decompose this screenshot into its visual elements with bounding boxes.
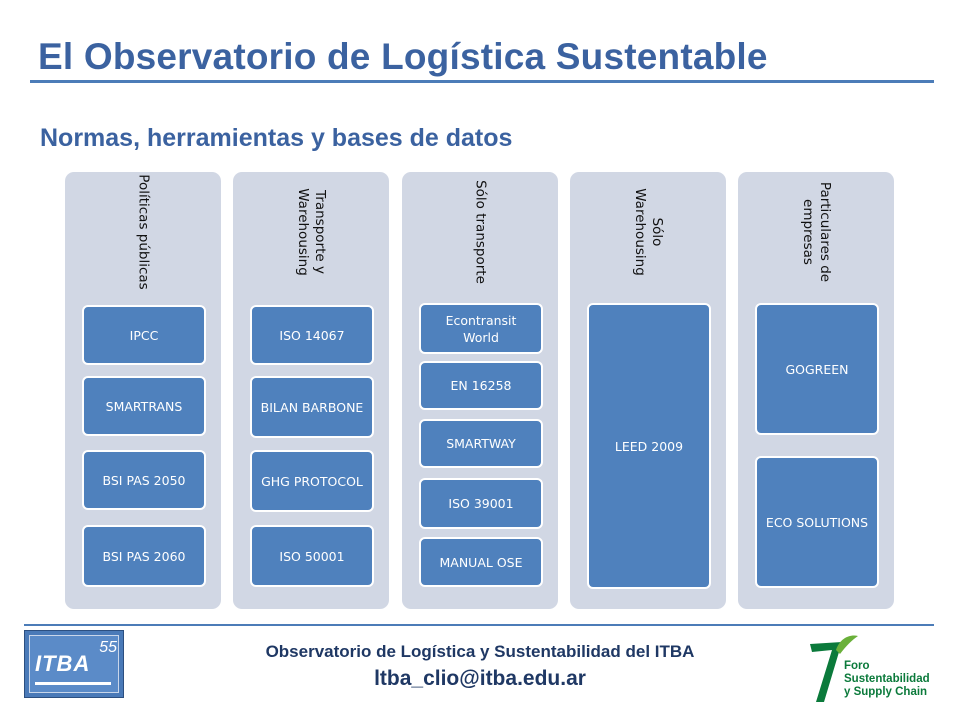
column-solo-transporte: Sólo transporte Econtransit World EN 162…: [402, 172, 558, 609]
footer-rule: [24, 624, 934, 626]
footer-email[interactable]: ltba_clio@itba.edu.ar: [374, 667, 586, 690]
item-iso-14067: ISO 14067: [250, 305, 374, 365]
item-econtransit-world: Econtransit World: [419, 303, 543, 354]
foro-logo-text: Foro Sustentabilidad y Supply Chain: [844, 660, 948, 699]
item-bilan-barbone: BILAN BARBONE: [250, 376, 374, 438]
item-gogreen: GOGREEN: [755, 303, 879, 435]
foro-logo: Foro Sustentabilidad y Supply Chain: [806, 630, 946, 710]
foro-line-1: Foro: [844, 660, 870, 672]
title-underline: [30, 80, 934, 83]
column-heading-text: Sólo transporte: [472, 180, 489, 284]
item-iso-39001: ISO 39001: [419, 478, 543, 529]
item-smartway: SMARTWAY: [419, 419, 543, 468]
foro-leaf-icon: [810, 635, 858, 702]
column-politicas-publicas: Políticas públicas IPCC SMARTRANS BSI PA…: [65, 172, 221, 609]
column-heading-text: Particulares de empresas: [800, 181, 833, 283]
foro-line-2: Sustentabilidad: [844, 673, 930, 685]
column-heading-text: Políticas públicas: [135, 174, 152, 290]
itba-logo-bar: [35, 682, 111, 685]
itba-logo: ITBA 55: [24, 630, 124, 698]
item-smartrans: SMARTRANS: [82, 376, 206, 436]
itba-logo-text: ITBA: [35, 651, 91, 676]
item-eco-solutions: ECO SOLUTIONS: [755, 456, 879, 588]
column-heading: Transporte y Warehousing: [233, 172, 389, 302]
column-heading: Sólo Warehousing: [570, 172, 726, 302]
column-heading: Sólo transporte: [402, 172, 558, 302]
column-heading: Particulares de empresas: [738, 172, 894, 302]
slide-subtitle: Normas, herramientas y bases de datos: [40, 124, 513, 152]
item-iso-50001: ISO 50001: [250, 525, 374, 587]
slide-title: El Observatorio de Logística Sustentable: [38, 36, 768, 77]
column-heading: Políticas públicas: [65, 172, 221, 302]
item-bsi-pas-2050: BSI PAS 2050: [82, 450, 206, 510]
column-solo-warehousing: Sólo Warehousing LEED 2009: [570, 172, 726, 609]
foro-line-3: y Supply Chain: [844, 686, 928, 698]
column-transporte-warehousing: Transporte y Warehousing ISO 14067 BILAN…: [233, 172, 389, 609]
item-bsi-pas-2060: BSI PAS 2060: [82, 525, 206, 587]
item-ipcc: IPCC: [82, 305, 206, 365]
itba-logo-number: 55: [99, 639, 117, 656]
item-leed-2009: LEED 2009: [587, 303, 711, 589]
item-manual-ose: MANUAL OSE: [419, 537, 543, 587]
column-heading-text: Transporte y Warehousing: [295, 188, 328, 276]
column-heading-text: Sólo Warehousing: [632, 188, 665, 276]
column-particulares-empresas: Particulares de empresas GOGREEN ECO SOL…: [738, 172, 894, 609]
footer-organization: Observatorio de Logística y Sustentabili…: [265, 642, 695, 661]
item-en-16258: EN 16258: [419, 361, 543, 410]
item-ghg-protocol: GHG PROTOCOL: [250, 450, 374, 512]
